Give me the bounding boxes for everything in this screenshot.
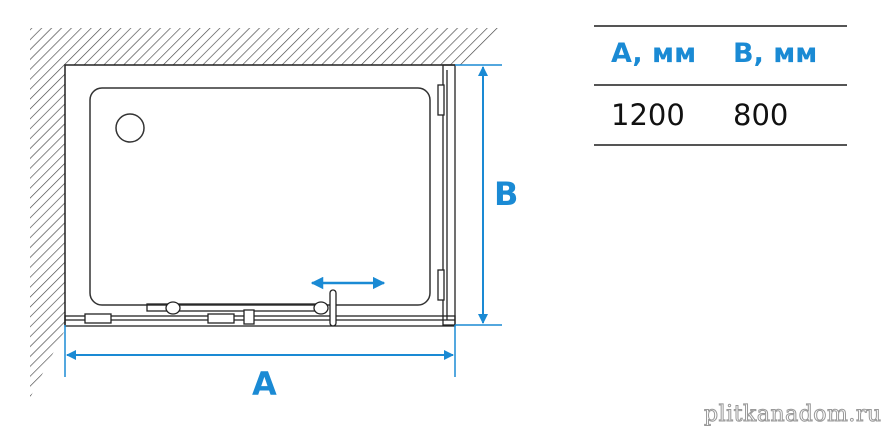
table-rule-bottom [594,144,847,146]
wall-edge [64,64,455,325]
wall-hatching [30,28,502,398]
shower-tray [89,87,431,306]
table-header-a: A, мм [611,38,697,69]
table-cell-a: 1200 [611,98,685,132]
dimension-a-label: A [252,365,277,403]
table-header-b: B, мм [733,38,818,69]
dimension-b-label: B [494,175,518,213]
table-rule-top [594,25,847,27]
dimension-a [64,325,456,377]
sliding-door-rail [64,289,456,327]
side-panel [437,64,456,326]
table-rule-middle [594,84,847,86]
dimension-b [455,64,502,326]
table-cell-b: 800 [733,98,789,132]
watermark: plitkanadom.ru [704,402,882,428]
drain-icon [115,113,145,143]
